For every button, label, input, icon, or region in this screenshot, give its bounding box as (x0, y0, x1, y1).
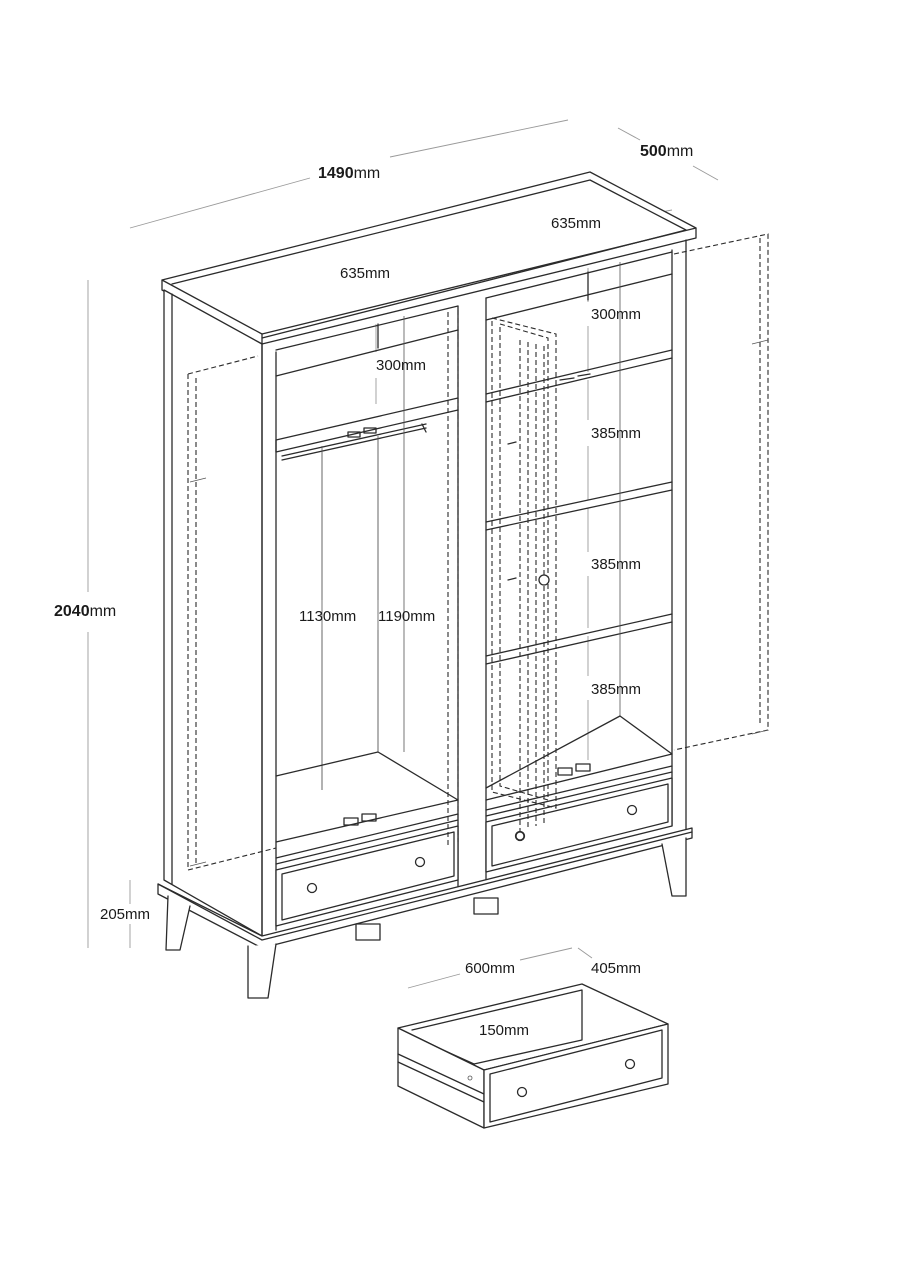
label-width: 1490mm (318, 165, 381, 182)
drawer-knob-2 (624, 1058, 636, 1070)
label-shelf-right-top: 300mm (591, 306, 642, 323)
left-compartment-top (275, 305, 459, 377)
left-hinge-1 (343, 817, 359, 826)
label-inner-left: 635mm (340, 265, 391, 282)
label-shelf-right-3: 385mm (591, 681, 642, 698)
label-depth: 500mm (640, 143, 694, 160)
rail-bracket-2 (363, 427, 377, 434)
drawer-detail (397, 983, 669, 1129)
right-shelf-3 (485, 613, 673, 665)
left-drawer-knob-2 (414, 856, 426, 868)
left-drawer-knob-1 (306, 882, 318, 894)
drawer-box-front (483, 1023, 669, 1129)
label-leg-height: 205mm (100, 906, 151, 923)
label-hang-height-1: 1130mm (299, 608, 357, 625)
depth-dim-line-a (617, 127, 641, 141)
label-hang-height-2: 1190mm (378, 608, 436, 625)
leg-front-left (247, 943, 277, 999)
leg-back-middle-2 (473, 897, 499, 915)
right-shelf-pins (507, 373, 591, 581)
door-middle-knob (538, 574, 550, 586)
left-drawer (275, 825, 459, 927)
label-inner-right: 635mm (551, 215, 602, 232)
label-shelf-left: 300mm (376, 357, 427, 374)
door-middle-exploded (491, 317, 557, 809)
door-left-glass (447, 310, 459, 846)
rail-bracket-1 (347, 431, 361, 438)
right-drawer-knob-2 (626, 804, 638, 816)
width-dim-line-a (129, 177, 311, 229)
left-side-panel (163, 289, 263, 937)
drawer-width-dim-line (407, 973, 461, 989)
label-drawer-height: 150mm (479, 1022, 530, 1039)
drawer-screw (467, 1075, 473, 1081)
right-compartment-floor (485, 715, 673, 801)
plinth (157, 827, 693, 949)
leg-back-middle-1 (355, 923, 381, 941)
width-dim-line-b (389, 119, 569, 158)
left-shelf (275, 397, 459, 453)
front-frame (261, 239, 687, 937)
leg-back-left (165, 895, 191, 951)
left-drawer-inner (281, 831, 455, 921)
wardrobe (157, 171, 769, 999)
right-drawer-top-rail (485, 765, 673, 817)
leg-front-right (661, 837, 687, 897)
drawer-box-front-inner (489, 1029, 663, 1123)
right-drawer (485, 777, 673, 873)
door-left-exploded (187, 355, 277, 871)
right-shelf-1 (485, 349, 673, 403)
right-hinge-1 (557, 767, 573, 776)
label-shelf-right-2: 385mm (591, 556, 642, 573)
drawer-width-dim-line-b (519, 947, 573, 961)
depth-dim-line-b (692, 165, 719, 181)
label-drawer-depth: 405mm (591, 960, 642, 977)
drawer-knob-1 (516, 1086, 528, 1098)
label-drawer-width: 600mm (465, 960, 516, 977)
left-drawer-top-rail (275, 813, 459, 865)
right-hinge-2 (575, 763, 591, 772)
door-right-hinge-pins (751, 339, 769, 735)
right-drawer-inner (491, 783, 669, 867)
right-shelf-2 (485, 481, 673, 531)
plinth-edge (157, 831, 693, 941)
top-cornice-inner (171, 179, 687, 339)
hanging-rail (281, 423, 427, 461)
left-back-lines (321, 316, 405, 790)
label-shelf-right-1: 385mm (591, 425, 642, 442)
label-height: 2040mm (54, 603, 117, 620)
door-left-hinge-pins (189, 477, 207, 867)
drawer-depth-dim-line (577, 947, 593, 959)
left-compartment-floor (275, 751, 459, 843)
left-hinge-2 (361, 813, 377, 822)
drawer-box-left-runner (397, 1053, 485, 1103)
door-middle-knob-2 (515, 831, 525, 841)
door-right-exploded (673, 233, 769, 751)
right-compartment-top (485, 251, 673, 321)
door-middle-handle (519, 340, 545, 832)
